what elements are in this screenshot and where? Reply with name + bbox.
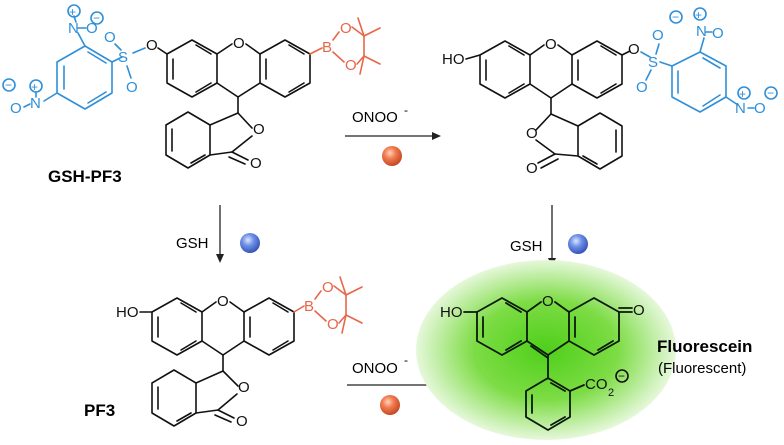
hydroxyl: HO — [442, 51, 465, 68]
svg-text:-: - — [404, 103, 408, 117]
sulfonyl-s: S — [118, 49, 128, 66]
lactone-o: O — [238, 379, 250, 396]
svg-text:+: + — [31, 80, 38, 94]
nitro-n-bottom: N — [30, 95, 41, 112]
gsh-dot — [568, 234, 588, 254]
onoo-arrow-top: ONOO - — [345, 103, 441, 166]
sulfonyl-fluorescein-structure: HO O O S O O N O − + — [442, 7, 778, 177]
sulfonyl-o: O — [126, 79, 138, 96]
svg-text:−: − — [767, 86, 774, 100]
svg-text:−: − — [5, 78, 12, 92]
pf3-structure: HO O B O O O — [116, 276, 363, 430]
carbonyl-o: O — [250, 155, 262, 172]
minus-charge-icon — [669, 10, 683, 24]
reagent-gsh-left: GSH — [176, 235, 209, 252]
svg-text:+: + — [69, 5, 76, 19]
ester-o: O — [628, 41, 640, 58]
carbonyl-o: O — [236, 413, 248, 430]
nitro-n-bottom: N — [735, 100, 746, 117]
lactone-o: O — [253, 121, 265, 138]
xanthene-o: O — [217, 293, 229, 310]
nitro-o-top: O — [86, 20, 98, 37]
svg-text:+: + — [695, 8, 702, 22]
boron-atom: B — [304, 298, 314, 315]
gsh-pf3-structure: N O + − N O + − S O O O O — [2, 4, 381, 172]
fluorescent-note: (Fluorescent) — [658, 360, 746, 377]
nitro-o-top: O — [712, 25, 724, 42]
svg-text:−: − — [618, 369, 625, 383]
lactone-o: O — [526, 125, 538, 142]
boronate-o: O — [345, 57, 357, 74]
reagent-onoo-bottom: ONOO — [352, 360, 398, 377]
fluorescein-structure: HO O O CO 2 − — [440, 293, 645, 431]
gsh-arrow-right: GSH — [510, 205, 588, 267]
peroxynitrite-dot — [382, 146, 402, 166]
boronate-o: O — [322, 279, 334, 296]
reagent-gsh-right: GSH — [510, 238, 543, 255]
minus-charge-icon — [90, 11, 104, 25]
carboxylate: CO — [585, 376, 608, 393]
sulfonyl-s: S — [648, 54, 658, 71]
minus-charge-icon — [2, 78, 16, 92]
fluorescence-glow — [416, 260, 676, 440]
svg-text:2: 2 — [608, 387, 614, 399]
gsh-dot — [240, 233, 260, 253]
ester-o: O — [146, 37, 158, 54]
compound-label-pf3: PF3 — [84, 401, 115, 420]
xanthene-o: O — [545, 36, 557, 53]
boronate-o: O — [327, 316, 339, 333]
compound-label-fluorescein: Fluorescein — [657, 337, 752, 356]
xanthene-o: O — [233, 35, 245, 52]
hydroxyl: HO — [440, 304, 463, 321]
svg-text:−: − — [93, 11, 100, 25]
xanthene-o: O — [542, 293, 554, 310]
nitro-n-top: N — [68, 20, 79, 37]
onoo-arrow-bottom: ONOO - — [347, 353, 447, 415]
reagent-onoo-top: ONOO — [352, 109, 398, 126]
minus-charge-icon — [615, 369, 629, 383]
gsh-arrow-left: GSH — [176, 205, 260, 263]
carbonyl-o: O — [526, 160, 538, 177]
minus-charge-icon — [764, 86, 778, 100]
svg-text:+: + — [739, 87, 746, 101]
sulfonyl-o: O — [104, 29, 116, 46]
nitro-n-top: N — [696, 23, 707, 40]
nitro-o-bottom: O — [10, 100, 22, 117]
svg-text:-: - — [404, 353, 408, 367]
sulfonyl-o: O — [636, 79, 648, 96]
plus-charge-icon — [693, 7, 707, 21]
plus-charge-icon — [29, 79, 43, 93]
peroxynitrite-dot — [380, 395, 400, 415]
compound-label-gsh-pf3: GSH-PF3 — [48, 167, 122, 186]
sulfonyl-o: O — [652, 27, 664, 44]
nitro-o-bottom: O — [754, 100, 766, 117]
ketone-o: O — [633, 302, 645, 319]
plus-charge-icon — [737, 86, 751, 100]
svg-text:−: − — [672, 10, 679, 24]
boron-atom: B — [322, 39, 332, 56]
plus-charge-icon — [67, 4, 81, 18]
boronate-o: O — [340, 20, 352, 37]
hydroxyl: HO — [116, 304, 139, 321]
